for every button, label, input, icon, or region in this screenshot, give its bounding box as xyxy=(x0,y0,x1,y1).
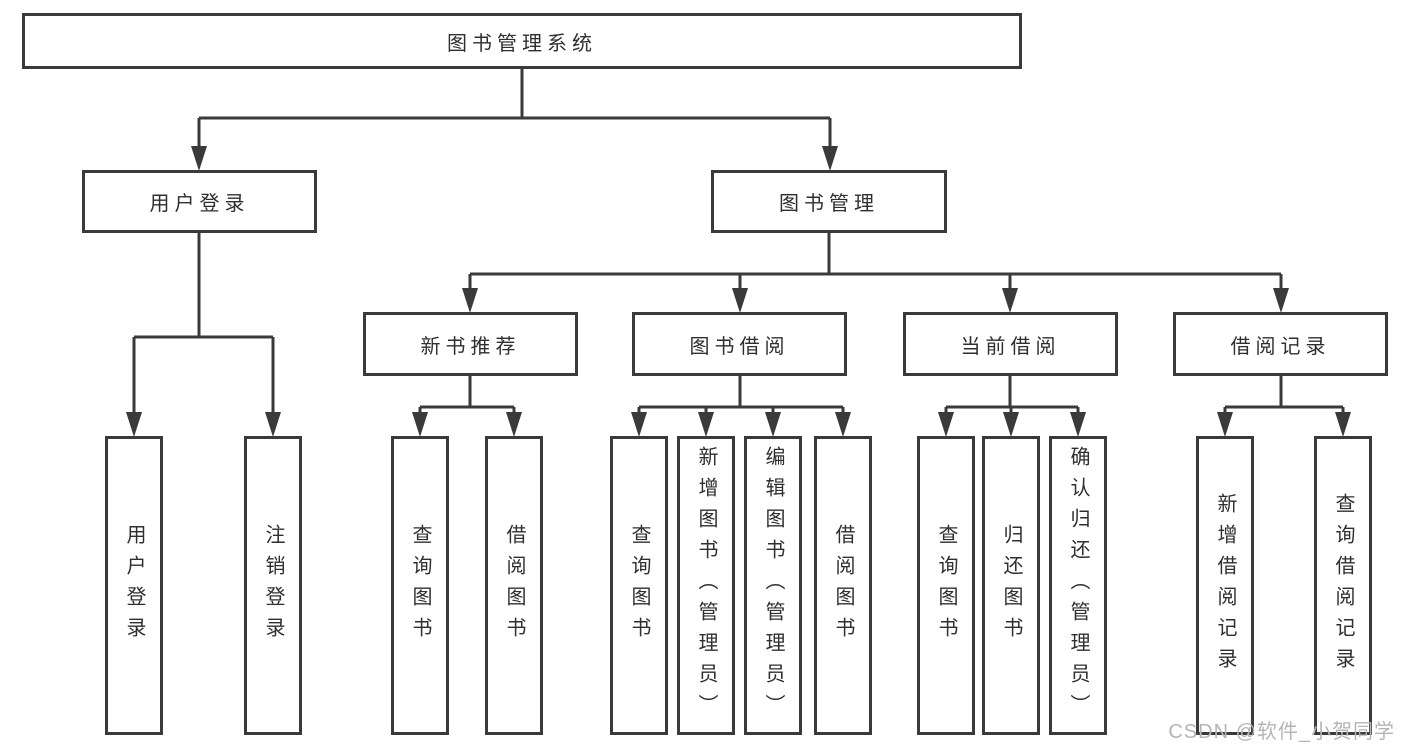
leaf-user-login: 用户登录 xyxy=(105,436,163,735)
node-new-book-recommendation: 新书推荐 xyxy=(363,312,578,376)
csdn-watermark: CSDN @软件_小贺同学 xyxy=(1168,721,1395,743)
node-library-management-system: 图书管理系统 xyxy=(22,13,1022,69)
arrowheads xyxy=(126,146,1351,437)
node-user-login: 用户登录 xyxy=(82,170,317,233)
leaf-query-books-current: 查询图书 xyxy=(917,436,975,735)
node-current-borrowing: 当前借阅 xyxy=(903,312,1118,376)
leaf-edit-books-admin: 编辑图书（管理员） xyxy=(744,436,802,735)
node-book-borrowing: 图书借阅 xyxy=(632,312,847,376)
leaf-return-books: 归还图书 xyxy=(982,436,1040,735)
node-book-management: 图书管理 xyxy=(711,170,947,233)
leaf-borrow-books: 借阅图书 xyxy=(814,436,872,735)
leaf-logout: 注销登录 xyxy=(244,436,302,735)
leaf-borrow-books-recommend: 借阅图书 xyxy=(485,436,543,735)
leaf-add-borrow-record: 新增借阅记录 xyxy=(1196,436,1254,735)
node-borrowing-records: 借阅记录 xyxy=(1173,312,1388,376)
leaf-confirm-return-admin: 确认归还（管理员） xyxy=(1049,436,1107,735)
leaf-query-books-borrow: 查询图书 xyxy=(610,436,668,735)
leaf-add-books-admin: 新增图书（管理员） xyxy=(677,436,735,735)
leaf-query-borrow-record: 查询借阅记录 xyxy=(1314,436,1372,735)
leaf-query-books-recommend: 查询图书 xyxy=(391,436,449,735)
